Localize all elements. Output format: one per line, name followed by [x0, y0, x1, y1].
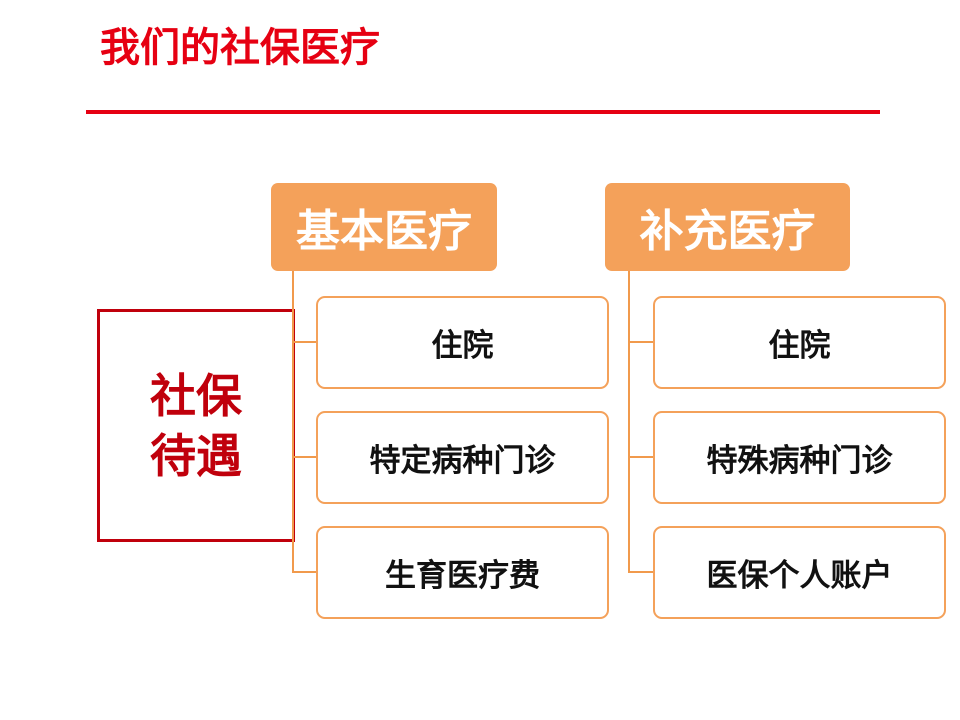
supplementary-medical-branch-line-1 — [628, 341, 653, 343]
title-underline — [86, 110, 880, 114]
basic-medical-item-maternity-medical-expenses: 生育医疗费 — [316, 526, 609, 619]
supplementary-medical-header: 补充医疗 — [605, 183, 850, 271]
page-title: 我们的社保医疗 — [100, 25, 380, 71]
basic-medical-item-specific-disease-outpatient: 特定病种门诊 — [316, 411, 609, 504]
basic-medical-branch-line-1 — [292, 341, 316, 343]
supplementary-medical-item-hospitalization: 住院 — [653, 296, 946, 389]
basic-medical-item-hospitalization: 住院 — [316, 296, 609, 389]
basic-medical-trunk-line — [292, 271, 294, 573]
supplementary-medical-trunk-line — [628, 271, 630, 573]
basic-medical-header: 基本医疗 — [271, 183, 497, 271]
supplementary-medical-branch-line-3 — [628, 571, 653, 573]
social-security-benefits-label: 社保待遇 — [150, 368, 242, 483]
supplementary-medical-item-special-disease-outpatient: 特殊病种门诊 — [653, 411, 946, 504]
basic-medical-branch-line-2 — [292, 456, 316, 458]
supplementary-medical-branch-line-2 — [628, 456, 653, 458]
social-security-benefits-box: 社保待遇 — [97, 309, 295, 542]
supplementary-medical-item-personal-medical-account: 医保个人账户 — [653, 526, 946, 619]
basic-medical-branch-line-3 — [292, 571, 316, 573]
